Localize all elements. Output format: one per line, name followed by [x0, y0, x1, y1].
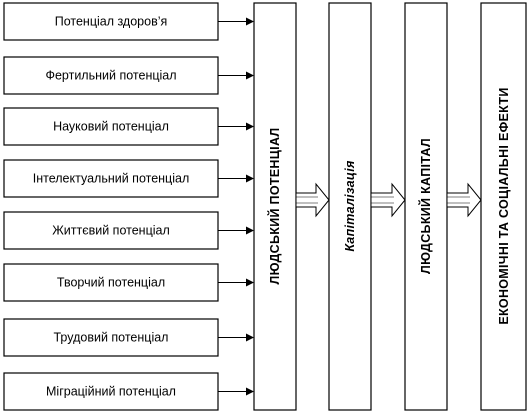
block-arrow-2 [370, 182, 406, 218]
human-potential-label: ЛЮДСЬКИЙ ПОТЕНЦІАЛ [267, 128, 282, 285]
potential-label: Творчий потенціал [57, 276, 165, 290]
potential-box [3, 159, 219, 198]
potential-box [3, 56, 219, 95]
potential-label: Інтелектуальний потенціал [33, 172, 190, 186]
human-capital-column: ЛЮДСЬКИЙ КАПІТАЛ [404, 2, 448, 411]
block-arrow-3 [446, 182, 482, 218]
potential-label: Міграційний потенціал [46, 385, 176, 399]
capitalization-column: Капіталізація [328, 2, 372, 411]
potential-box [3, 2, 219, 41]
potential-box [3, 318, 219, 357]
human-capital-label: ЛЮДСЬКИЙ КАПІТАЛ [418, 138, 433, 274]
potential-label: Фертильний потенціал [45, 69, 176, 83]
potential-label: Науковий потенціал [53, 120, 169, 134]
potential-label: Трудовий потенціал [54, 331, 169, 345]
potential-label: Життєвий потенціал [52, 224, 170, 238]
effects-column: ЕКОНОМІЧНІ ТА СОЦІАЛЬНІ ЕФЕКТИ [480, 2, 527, 411]
potential-box [3, 211, 219, 250]
human-potential-column: ЛЮДСЬКИЙ ПОТЕНЦІАЛ [253, 2, 297, 411]
potential-label: Потенціал здоров’я [55, 15, 168, 29]
potential-box [3, 107, 219, 146]
capitalization-label: Капіталізація [343, 160, 357, 252]
block-arrow-1 [295, 182, 330, 218]
effects-label: ЕКОНОМІЧНІ ТА СОЦІАЛЬНІ ЕФЕКТИ [497, 87, 511, 324]
